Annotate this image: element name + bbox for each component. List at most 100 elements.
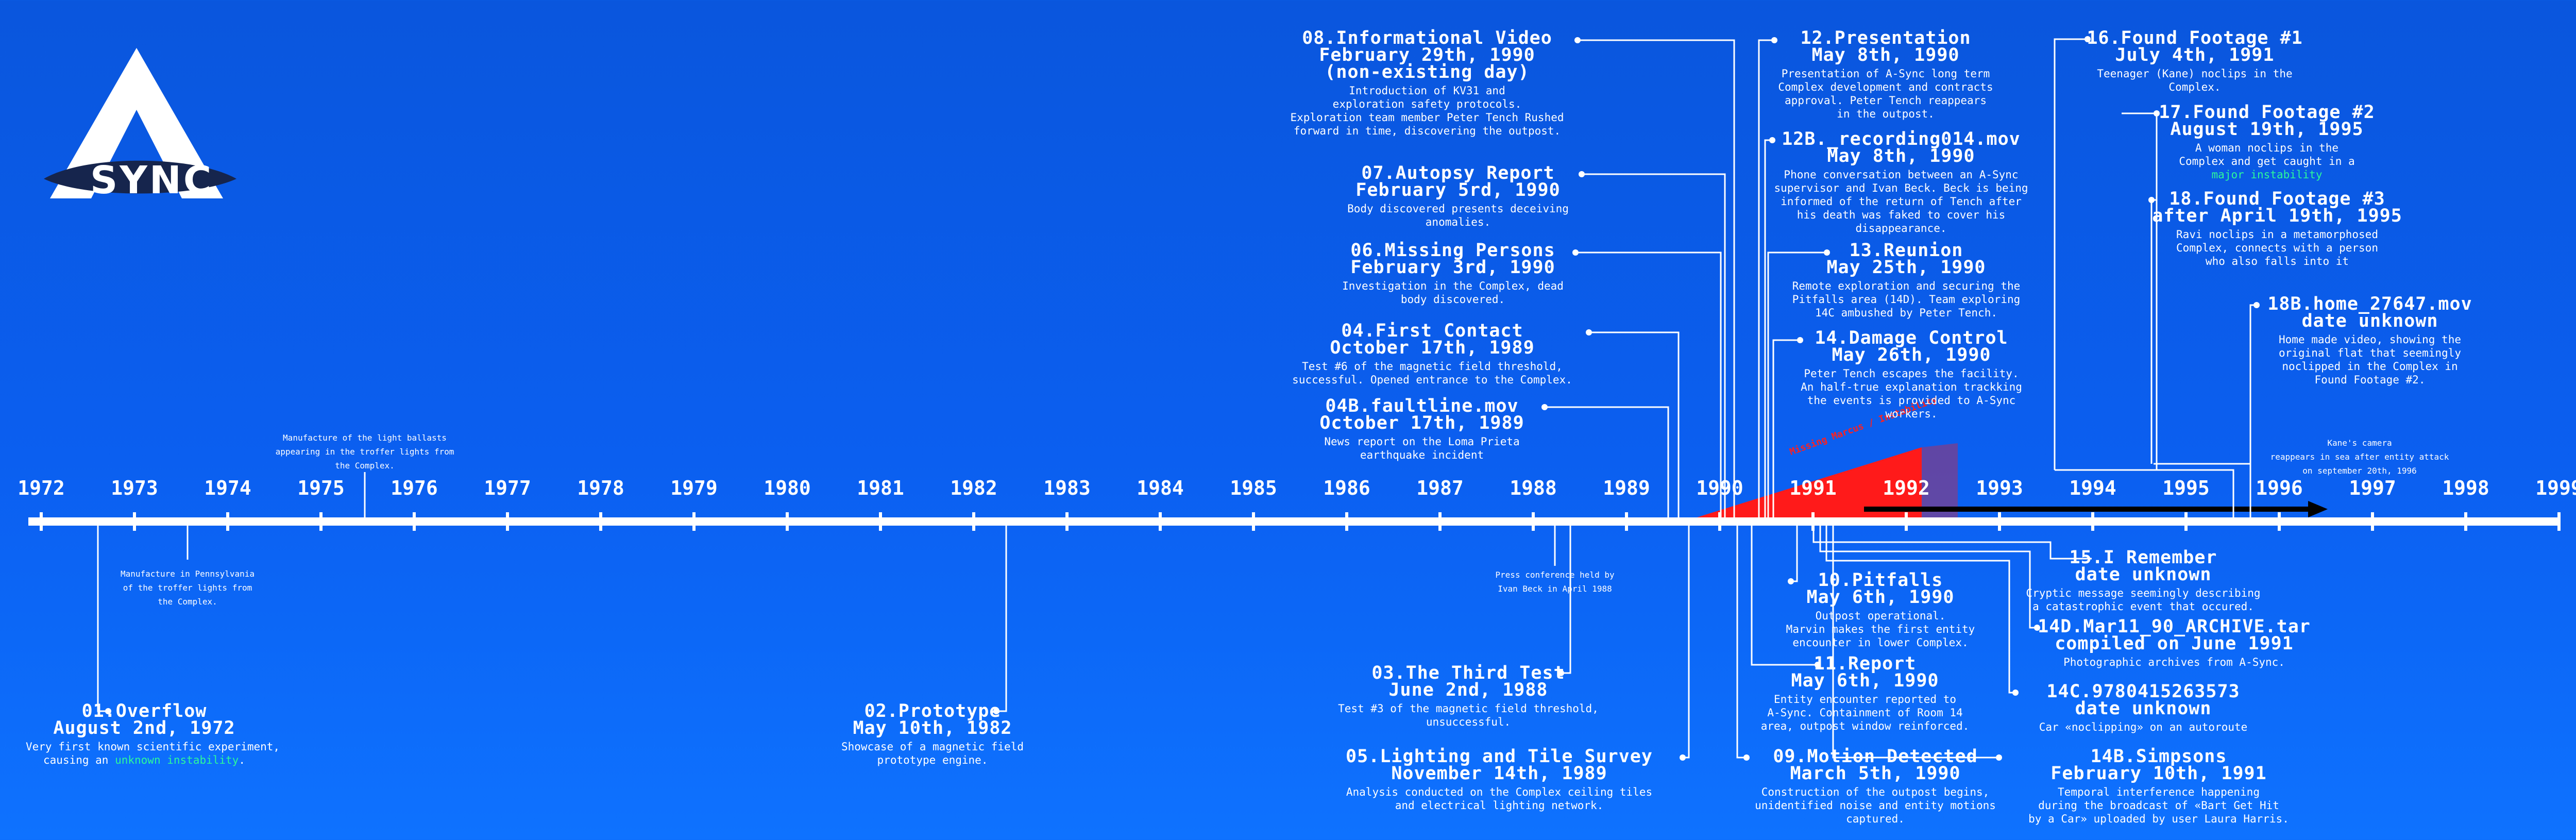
year-label-1981: 1981 [857, 477, 904, 499]
event-07: 07.Autopsy Report February 5rd, 1990 Bod… [1329, 163, 1587, 229]
event-title: 06.Missing Persons [1350, 240, 1555, 261]
connector-dot-12 [1771, 37, 1777, 43]
event-14c: 14C.9780415263573 date unknown Car «nocl… [2009, 683, 2277, 734]
year-label-1977: 1977 [484, 477, 531, 499]
connector-04 [1589, 331, 1680, 522]
event-title: 13.Reunion [1849, 240, 1963, 261]
connector-dot-05 [1680, 754, 1686, 761]
year-label-1994: 1994 [2069, 477, 2116, 499]
event-date: May 10th, 1982 [853, 718, 1012, 738]
event-title: 18B.home_27647.mov [2267, 294, 2472, 314]
connector-dot-13 [1824, 249, 1830, 256]
instability-wedge-fade [1922, 443, 1958, 522]
event-desc: Very first known scientific experiment,c… [26, 741, 280, 766]
event-06: 06.Missing Persons February 3rd, 1990 In… [1319, 242, 1587, 306]
connector-07 [1582, 173, 1726, 522]
year-label-1997: 1997 [2349, 477, 2396, 499]
event-date: date unknown [2301, 311, 2438, 331]
event-date: after April 19th, 1995 [2152, 206, 2402, 226]
event-title: 04.First Contact [1341, 321, 1523, 341]
event-14: 14.Damage Control May 26th, 1990 Peter T… [1783, 329, 2040, 421]
connector-16 [2054, 38, 2088, 470]
event-date: February 5rd, 1990 [1355, 180, 1561, 200]
year-label-1985: 1985 [1230, 477, 1277, 499]
event-date: November 14th, 1989 [1391, 763, 1607, 784]
event-title: 10.Pitfalls [1818, 570, 1943, 591]
connector-dot-11 [1815, 662, 1821, 668]
year-label-1974: 1974 [204, 477, 251, 499]
connector-dot-18 [2148, 197, 2155, 203]
unknown-instability-highlight: unknown instability [115, 754, 239, 766]
event-desc: Photographic archives from A-Sync. [2063, 656, 2285, 668]
connector-dot-16 [2084, 36, 2091, 42]
year-label-1995: 1995 [2162, 477, 2210, 499]
connector-dot-09 [1743, 754, 1750, 761]
connector-02 [996, 522, 1007, 712]
year-label-1990: 1990 [1696, 477, 1743, 499]
event-desc: Test #6 of the magnetic field threshold,… [1292, 360, 1572, 386]
year-label-1999: 1999 [2535, 477, 2576, 499]
event-date: February 3rd, 1990 [1350, 257, 1555, 278]
event-title: 01.Overflow [81, 701, 207, 721]
connector-dot-14b [1996, 754, 2002, 761]
year-label-1993: 1993 [1976, 477, 2023, 499]
event-04b: 04B.faultline.mov October 17th, 1989 New… [1293, 396, 1551, 462]
event-title: 02.Prototype [864, 701, 1001, 721]
event-date: October 17th, 1989 [1319, 413, 1524, 433]
event-title: 15.I Remember [2069, 547, 2217, 568]
year-label-1972: 1972 [18, 477, 65, 499]
event-09: 09.Motion Detected March 5th, 1990 Const… [1731, 748, 2020, 826]
event-date: May 8th, 1990 [1827, 146, 1975, 166]
event-03: 03.The Third Test June 2nd, 1988 Test #3… [1324, 664, 1613, 729]
connector-dot-04b [1541, 404, 1548, 410]
event-title: 04B.faultline.mov [1325, 396, 1519, 416]
instability-wedge [1684, 447, 1922, 522]
event-title: 12.Presentation [1800, 28, 1971, 48]
event-02: 02.Prototype May 10th, 1982 Showcase of … [814, 701, 1051, 767]
connector-01 [97, 522, 108, 712]
connector-06 [1575, 251, 1722, 522]
event-date-note: (non-existing day) [1325, 62, 1530, 82]
event-title: 07.Autopsy Report [1361, 163, 1555, 183]
connector-dot-14 [1797, 337, 1803, 343]
event-title: 05.Lighting and Tile Survey [1346, 746, 1653, 767]
connector-dot-02 [993, 708, 999, 714]
logo-wordmark: SYNC [90, 158, 214, 203]
event-date: date unknown [2075, 564, 2212, 585]
event-date: June 2nd, 1988 [1388, 680, 1548, 700]
event-date: May 8th, 1990 [1811, 45, 1960, 65]
event-title: 14C.9780415263573 [2046, 681, 2240, 702]
event-08: 08.Informational Video February 29th, 19… [1257, 29, 1597, 138]
connector-12 [1758, 39, 1774, 522]
connector-dot-04 [1586, 329, 1592, 335]
event-desc: Car «noclipping» on an autoroute [2039, 721, 2248, 733]
connector-dot-08 [1574, 37, 1581, 43]
event-title: 14B.Simpsons [2090, 746, 2227, 767]
connector-03 [1561, 522, 1571, 674]
year-label-1984: 1984 [1137, 477, 1184, 499]
event-11: 11.Report May 6th, 1990 Entity encounter… [1741, 655, 1989, 733]
connector-dot-17 [2154, 110, 2160, 116]
year-label-1976: 1976 [391, 477, 438, 499]
year-label-1986: 1986 [1323, 477, 1370, 499]
year-label-1983: 1983 [1043, 477, 1091, 499]
connector-dot-14d [2034, 625, 2040, 631]
event-desc: Test #3 of the magnetic field threshold,… [1338, 702, 1599, 728]
connector-13 [1767, 251, 1827, 522]
year-label-1991: 1991 [1789, 477, 1837, 499]
connector-15 [1812, 522, 2092, 560]
